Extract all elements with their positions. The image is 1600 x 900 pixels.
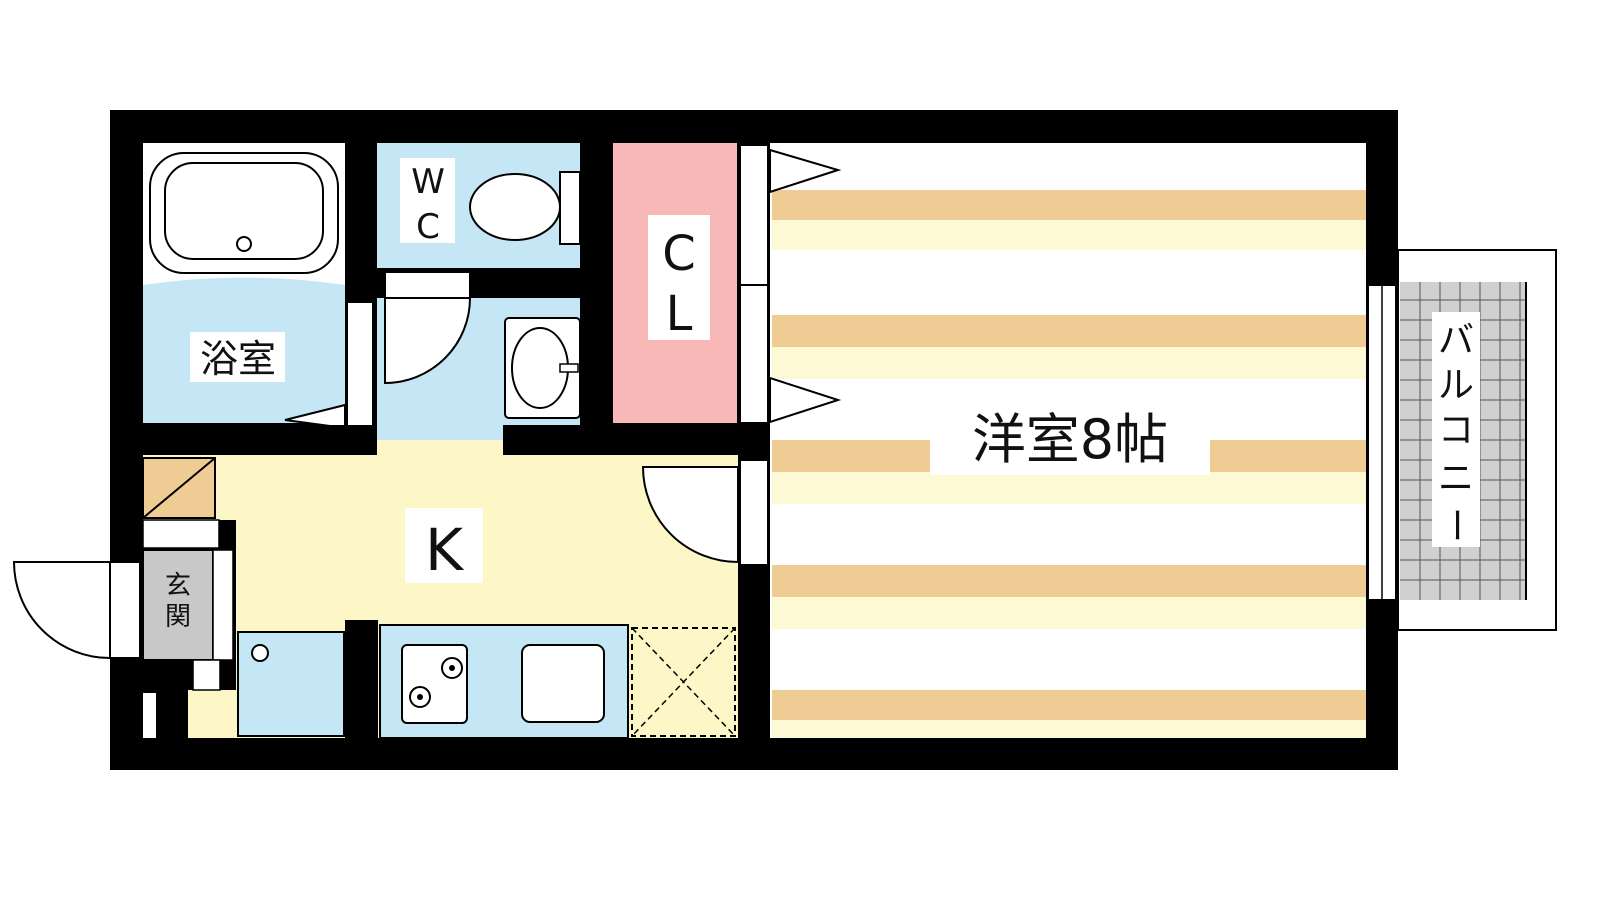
sink-icon <box>521 644 605 723</box>
floor-stripe-light <box>772 220 1366 250</box>
balcony-label-bg <box>1432 312 1480 547</box>
floor-stripe <box>772 565 1366 597</box>
kitchen-label-bg <box>405 508 483 583</box>
balcony-label-5: ー <box>1435 507 1476 543</box>
floor-stripe-light <box>772 720 1366 738</box>
toilet-icon <box>469 173 561 241</box>
balcony-label-1: バ <box>1438 320 1474 361</box>
wc-label-bottom: C <box>416 207 440 247</box>
balcony-label-4: ニ <box>1438 458 1474 499</box>
wc-label-top: W <box>411 162 445 202</box>
closet: C L <box>613 143 737 423</box>
room-door <box>641 459 769 566</box>
balcony-label-3: コ <box>1438 410 1474 451</box>
entrance: 玄 関 <box>142 519 236 738</box>
drain-icon <box>236 236 252 252</box>
western-room: 洋室8帖 <box>770 143 1366 738</box>
floor-stripe-light <box>772 472 1366 504</box>
entrance-label-top: 玄 <box>165 571 191 601</box>
bath-label-bg <box>190 332 285 382</box>
balcony: バ ル コ ニ ー <box>1367 249 1557 631</box>
western-room-label-bg <box>930 395 1210 475</box>
bath-label: 浴室 <box>200 337 276 381</box>
washroom <box>377 271 581 443</box>
closet-label-bg <box>648 215 710 340</box>
entrance-label-bottom: 関 <box>165 602 191 632</box>
floor-stripe <box>772 190 1366 220</box>
western-room-label: 洋室8帖 <box>972 408 1168 471</box>
balcony-label-2: ル <box>1438 365 1474 406</box>
closet-sliding-door <box>739 144 842 424</box>
entrance-door-swing <box>12 561 111 660</box>
closet-label-top: C <box>662 226 696 282</box>
wc-label-bg <box>400 158 455 243</box>
kitchen: K <box>142 425 768 740</box>
room-door-swing <box>641 466 739 564</box>
floor-stripe <box>772 690 1366 720</box>
closet-label-bottom: L <box>666 286 693 342</box>
kitchen-label: K <box>425 516 465 584</box>
floor-stripe <box>772 315 1366 347</box>
stove-icon <box>401 644 468 724</box>
bath-door <box>284 301 374 430</box>
wc-door-swing <box>384 297 472 385</box>
entrance-door <box>12 561 141 660</box>
bathroom: 浴室 <box>143 143 345 423</box>
floor-stripe-light <box>772 347 1366 379</box>
wc: W C <box>377 143 581 268</box>
floor-stripe-light <box>772 597 1366 629</box>
